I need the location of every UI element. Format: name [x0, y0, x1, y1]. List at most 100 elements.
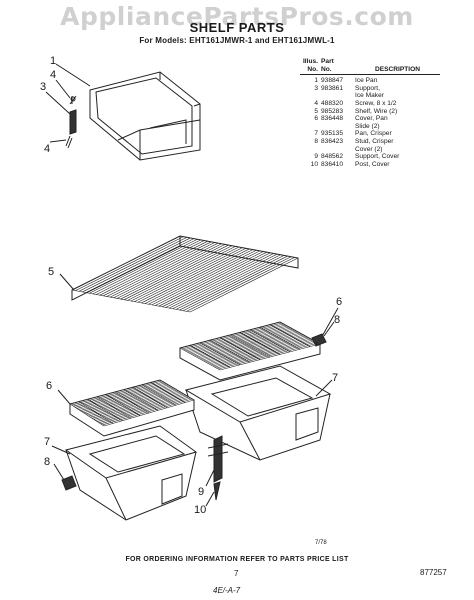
screw-lower: [65, 135, 73, 149]
cover-rod: [141, 384, 177, 406]
crisper-pan-left: [64, 425, 198, 521]
description-cell: Slide (2): [355, 122, 380, 130]
callout-6-left: 6: [46, 380, 53, 392]
crisper-stud-right: [311, 321, 335, 347]
cover-rod: [219, 337, 261, 360]
illus-no-cell: 7: [314, 130, 318, 138]
cover-rod: [105, 394, 141, 416]
cover-rod: [103, 399, 195, 427]
wire-shelf-rod: [110, 242, 219, 298]
description-cell: Support,: [355, 84, 380, 92]
wire-shelf-rod: [169, 253, 278, 309]
wire-shelf-rod: [82, 237, 191, 293]
pan-cover-right: [179, 321, 321, 381]
part-no-cell: 836423: [321, 137, 344, 145]
illus-no-cell: 8: [314, 137, 318, 145]
watermark: AppliancePartsPros.com: [60, 2, 414, 31]
illus-no-cell: 4: [314, 99, 318, 107]
wire-shelf-rod: [116, 244, 226, 299]
callout-1: 1: [50, 55, 57, 67]
description-cell: Support, Cover: [355, 153, 400, 161]
wire-shelf-rod: [151, 250, 260, 306]
wire-shelf-rod: [71, 289, 191, 313]
crisper-stud-left: [53, 463, 77, 491]
cover-rod: [179, 347, 221, 371]
wire-shelf-rod: [155, 251, 264, 306]
cover-rod: [259, 326, 301, 350]
cover-rod: [199, 342, 241, 366]
part-no-cell: 935135: [321, 130, 344, 138]
header-description: DESCRIPTION: [374, 65, 421, 73]
cover-rod: [189, 345, 231, 368]
wire-shelf-rod: [130, 246, 240, 302]
table-row: Ice Maker: [300, 92, 440, 100]
cover-rod: [123, 389, 159, 411]
part-no-cell: 848562: [321, 153, 344, 161]
callout-3: 3: [40, 81, 47, 93]
wire-shelf-rod: [113, 243, 222, 299]
description-cell: Ice Pan: [355, 77, 378, 85]
part-no-cell: 836410: [321, 160, 344, 168]
wire-shelf-rod: [106, 242, 215, 297]
description-cell: Stud, Crisper: [355, 137, 394, 145]
cover-rod: [132, 386, 168, 409]
parts-table-header: Illus. No. Part No. DESCRIPTION: [300, 58, 440, 76]
header-part-no: Part No.: [321, 58, 334, 73]
wire-shelf-rod: [179, 255, 288, 311]
wire-shelf-rod: [123, 245, 233, 300]
callout-7-right: 7: [332, 372, 339, 384]
page-title: SHELF PARTS: [189, 20, 285, 35]
wire-shelf-rod: [96, 240, 205, 295]
wire-shelf-rod: [92, 239, 201, 295]
illus-no-cell: 1: [314, 77, 318, 85]
wire-shelf-rod: [141, 248, 250, 304]
description-cell: Screw, 8 x 1/2: [355, 99, 397, 107]
description-cell: Shelf, Wire (2): [355, 107, 398, 115]
wire-shelf-rod: [182, 256, 292, 311]
cover-rod: [219, 343, 321, 371]
wire-shelf-rod: [99, 240, 208, 296]
date-code: 7/78: [315, 540, 327, 546]
description-cell: Post, Cover: [355, 160, 390, 168]
callout-6-right: 6: [336, 296, 343, 308]
wire-shelf-rod: [85, 238, 195, 293]
wire-shelf-rod: [89, 238, 198, 294]
illus-no-cell: 3: [314, 84, 318, 92]
ice-maker-support: [69, 95, 77, 135]
callout-9: 9: [198, 486, 205, 498]
wire-shelf-rod: [172, 254, 281, 310]
cover-post: [213, 481, 221, 501]
table-row: Cover (2): [300, 146, 440, 154]
wire-shelf-rod: [175, 255, 285, 310]
part-no-cell: 983861: [321, 84, 344, 92]
cover-rod: [96, 396, 132, 419]
header-illus-no: Illus. No.: [302, 58, 318, 73]
wire-shelf-rod: [75, 236, 184, 291]
description-cell: Pan, Crisper: [355, 130, 392, 138]
wire-shelf-rod: [103, 241, 212, 297]
illus-no-cell: 10: [310, 160, 318, 168]
wire-shelf-rod: [189, 257, 299, 313]
description-cell: Cover (2): [355, 145, 383, 153]
callout-10: 10: [194, 504, 207, 516]
cover-rod: [150, 382, 186, 403]
description-cell: Ice Maker: [355, 92, 384, 100]
wire-shelf-rod: [127, 246, 236, 301]
ordering-footer: FOR ORDERING INFORMATION REFER TO PARTS …: [125, 556, 349, 563]
cover-rod: [78, 401, 114, 424]
cover-rod: [87, 398, 123, 422]
part-no-cell: 938847: [321, 77, 344, 85]
description-cell: Cover, Pan: [355, 115, 388, 123]
callout-4-top: 4: [50, 69, 57, 81]
table-row: Slide (2): [300, 123, 440, 131]
callout-7-left: 7: [44, 436, 51, 448]
wire-shelf-rod: [137, 248, 247, 303]
